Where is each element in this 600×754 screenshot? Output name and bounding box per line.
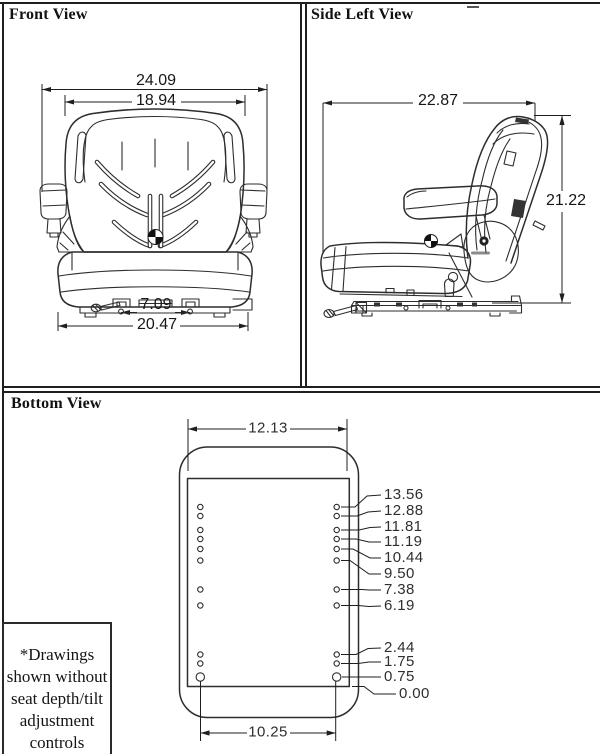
- dim-depth: 22.87: [417, 92, 459, 109]
- callout-label: 13.56: [384, 486, 424, 503]
- mount-holes-right: [331, 503, 342, 682]
- callout-label: 12.88: [384, 502, 424, 519]
- dim-mount-width: 10.25: [248, 723, 288, 741]
- footnote-line: seat depth/tilt: [10, 689, 104, 708]
- side-armrest: [403, 185, 498, 242]
- front-armrest-left: [39, 183, 68, 238]
- stitch-ribbons: [94, 159, 216, 249]
- footnote-line: adjustment: [19, 711, 95, 730]
- divider-side-left: [305, 2, 307, 388]
- border-left: [2, 2, 4, 754]
- footnote-line: shown without: [6, 667, 108, 686]
- crop-artifact: [467, 6, 479, 8]
- dim-mount-spacing: 7.09: [140, 296, 172, 313]
- front-view-drawing: [39, 84, 268, 331]
- callout-label: 0.00: [399, 685, 430, 702]
- side-lever: [323, 301, 368, 319]
- divider-front-right: [300, 2, 302, 388]
- side-left-view-title: Side Left View: [311, 6, 414, 23]
- front-armrest-right: [239, 183, 268, 238]
- front-base: [79, 298, 253, 318]
- recline-shield: [443, 220, 519, 298]
- bottom-view-drawing: [178, 419, 396, 741]
- footnote-box: *Drawings shown without seat depth/tilt …: [2, 622, 112, 754]
- footnote-line: controls: [29, 733, 85, 752]
- callout-label: 2.44: [384, 639, 415, 656]
- callout-label: 0.75: [384, 668, 415, 685]
- footnote-line: *Drawings: [19, 645, 95, 664]
- cg-symbol-front: [147, 229, 164, 245]
- callout-label: 11.19: [384, 533, 423, 550]
- dim-base-width: 20.47: [136, 316, 178, 333]
- callout-label: 1.75: [384, 653, 415, 670]
- mount-holes-left: [195, 503, 206, 682]
- callout-label: 11.81: [384, 518, 423, 535]
- callout-label: 6.19: [384, 597, 415, 614]
- callout-label: 7.38: [384, 581, 415, 598]
- dim-backrest-width: 18.94: [135, 92, 177, 109]
- callout-label: 10.44: [384, 549, 424, 566]
- dim-height: 21.22: [545, 192, 587, 209]
- side-view-drawing: [320, 100, 571, 319]
- callout-label: 9.50: [384, 565, 415, 582]
- border-top-panels-bottom: [2, 386, 600, 388]
- dim-overall-width: 24.09: [135, 72, 177, 89]
- bottom-dim-lines: [187, 419, 348, 741]
- border-bottom-panel-top: [2, 391, 600, 393]
- front-view-title: Front View: [9, 6, 88, 23]
- bottom-view-title: Bottom View: [11, 395, 102, 412]
- side-rails: [350, 295, 523, 317]
- callout-leaders: [341, 494, 396, 695]
- cg-symbol-side: [424, 234, 438, 248]
- dim-plate-width: 12.13: [248, 419, 288, 437]
- footnote-text: *Drawings shown without seat depth/tilt …: [4, 644, 110, 754]
- side-dim-lines: [322, 100, 571, 304]
